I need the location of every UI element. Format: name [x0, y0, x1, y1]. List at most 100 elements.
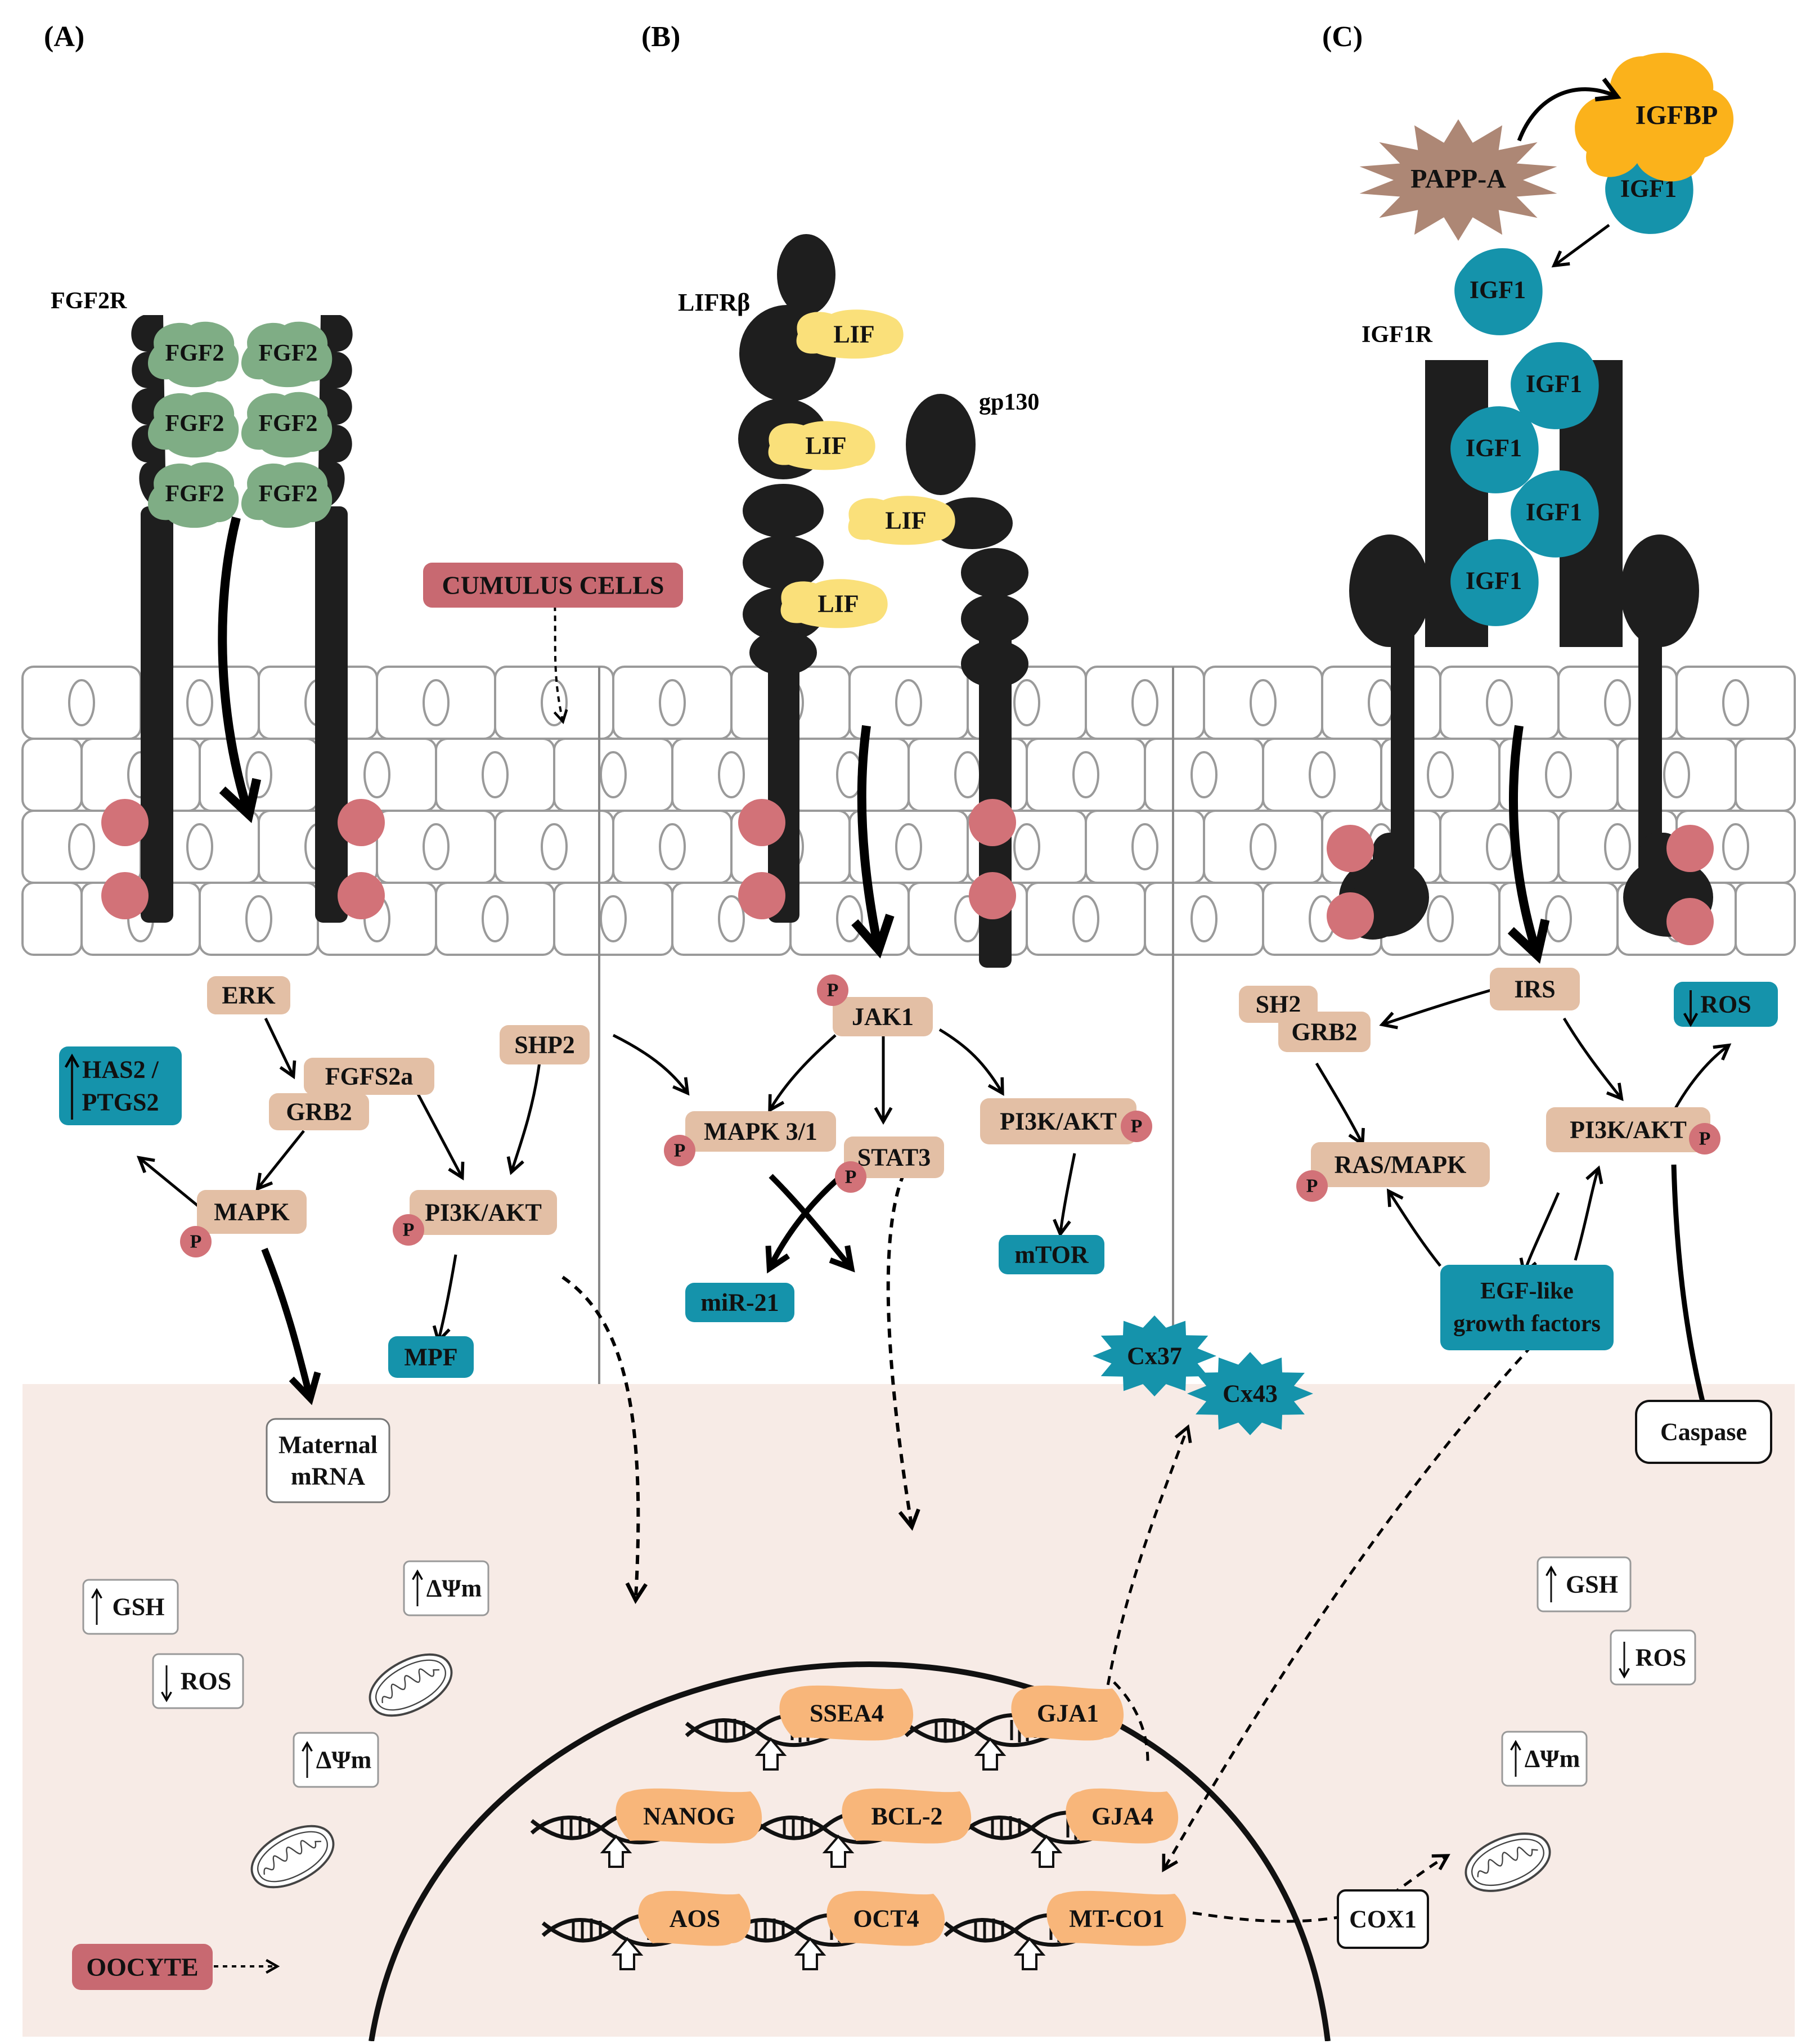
igf1-label: IGF1 [1470, 276, 1526, 304]
fgf2-label: FGF2 [259, 340, 318, 366]
fgf2-label: FGF2 [259, 481, 318, 507]
fgf2-label: FGF2 [259, 411, 318, 437]
gsh-marker-2: GSH [1537, 1556, 1632, 1612]
pappa-label: PAPP-A [1410, 164, 1506, 194]
igf1-blob [1511, 470, 1599, 558]
cell-nucleus [1250, 823, 1277, 870]
fgf2-label: FGF2 [165, 481, 224, 507]
cell-nucleus [1427, 751, 1454, 798]
gene-oct4: OCT4 [853, 1905, 919, 1933]
cell-nucleus [1072, 895, 1099, 942]
irs-box-text: IRS [1514, 976, 1555, 1003]
rasmapk-box: RAS/MAPK [1311, 1142, 1490, 1187]
pathway-arrows [136, 989, 1732, 1443]
phospho-text: P [674, 1140, 686, 1161]
cumulus-cells-label-text: CUMULUS CELLS [442, 571, 664, 600]
dpsi-marker-2: ΔΨm [293, 1732, 379, 1788]
fgf2r-label: FGF2R [51, 288, 127, 314]
phospho-dot [1666, 898, 1714, 945]
caspase-box-text: Caspase [1660, 1418, 1747, 1446]
rasmapk-box-text: RAS/MAPK [1335, 1151, 1467, 1179]
irs-box: IRS [1490, 968, 1580, 1010]
cell-nucleus [1604, 679, 1631, 726]
cx43-label: Cx43 [1223, 1380, 1278, 1408]
gene-nanog: NANOG [643, 1803, 735, 1830]
dpsi-marker-1-text: ΔΨm [426, 1575, 482, 1602]
cell-nucleus [1427, 895, 1454, 942]
cell-nucleus [1722, 823, 1749, 870]
pi3k-box-b: PI3K/AKT [980, 1098, 1136, 1144]
cell-nucleus [1663, 751, 1690, 798]
stat3-box-text: STAT3 [857, 1144, 931, 1171]
mapk-box-a: MAPK [197, 1190, 307, 1234]
cx43-star [1187, 1352, 1313, 1435]
phospho-dot [393, 1214, 424, 1246]
phospho-dot [1689, 1123, 1720, 1154]
gene-gja1: GJA1 [1037, 1700, 1099, 1727]
phospho-dot [1121, 1111, 1152, 1142]
cell-nucleus [1013, 823, 1040, 870]
igf1-label: IGF1 [1526, 370, 1582, 398]
ros-marker-2-text: ROS [1636, 1644, 1686, 1672]
pi3k-box-c-text: PI3K/AKT [1570, 1116, 1687, 1144]
cell-nucleus [895, 823, 922, 870]
igf1r-label: IGF1R [1362, 322, 1433, 348]
igfbp-label: IGFBP [1636, 101, 1718, 131]
pi3k-box-c: PI3K/AKT [1546, 1107, 1710, 1152]
stat3-box: STAT3 [844, 1136, 944, 1178]
fgf2-label: FGF2 [165, 411, 224, 437]
igf1-label: IGF1 [1466, 567, 1522, 595]
pi3k-box-b-text: PI3K/AKT [1000, 1108, 1117, 1135]
cell-nucleus [482, 895, 509, 942]
phospho-dot [969, 872, 1016, 919]
ros-marker-1-text: ROS [181, 1668, 231, 1695]
fgf2-blob [241, 392, 333, 458]
gene-oct4-blob [826, 1890, 945, 1946]
igf1-release-arrow [1551, 223, 1610, 268]
mpf-box: MPF [388, 1336, 474, 1378]
pi3k-box-a-text: PI3K/AKT [425, 1199, 542, 1227]
cumulus-cells-label: CUMULUS CELLS [423, 563, 683, 608]
lif-signal-arrow [851, 725, 895, 959]
cell-nucleus [245, 895, 272, 942]
phospho-text: P [827, 980, 839, 1001]
lif-blob [848, 496, 955, 545]
gsh-marker-2-text: GSH [1566, 1571, 1618, 1598]
lif-label: LIF [885, 507, 926, 534]
mir21-box-text: miR-21 [700, 1289, 779, 1317]
phospho-dot [664, 1135, 695, 1166]
cox1-box-text: COX1 [1349, 1906, 1417, 1933]
cell-nucleus [718, 895, 745, 942]
lif-blob [796, 309, 904, 359]
nucleus-envelope [369, 1661, 1331, 2042]
cell-nucleus [1486, 823, 1513, 870]
phospho-text: P [845, 1167, 857, 1188]
oocyte-label: OOCYTE [72, 1944, 213, 1990]
lif-blob [768, 421, 875, 470]
panel-label-b: (B) [641, 21, 680, 53]
cell-nucleus [600, 751, 627, 798]
cx37-star [1093, 1315, 1216, 1396]
cox1-box: COX1 [1337, 1889, 1429, 1949]
gp130-label: gp130 [979, 389, 1039, 415]
cell-nucleus [836, 895, 863, 942]
cell-nucleus [659, 823, 686, 870]
cell-nucleus [68, 823, 95, 870]
ros-box-c: ROS [1674, 982, 1778, 1027]
maternal-mrna-box-text: Maternal [278, 1431, 378, 1459]
cell-nucleus [1486, 679, 1513, 726]
fgf-signal-arrow [218, 516, 262, 824]
has2-ptgs2-box-text: PTGS2 [82, 1089, 159, 1116]
gene-aos-blob [638, 1890, 751, 1946]
erk-box: ERK [207, 976, 290, 1014]
lif-label: LIF [805, 432, 846, 460]
phospho-c [1327, 825, 1714, 945]
egf-box-text: EGF-like [1480, 1278, 1574, 1304]
cumulus-cell [1735, 738, 1796, 812]
phospho-a [101, 799, 385, 919]
has2-ptgs2-box: HAS2 /PTGS2 [59, 1046, 182, 1125]
fgf2-blob [241, 321, 333, 388]
gene-gja4: GJA4 [1091, 1803, 1153, 1830]
